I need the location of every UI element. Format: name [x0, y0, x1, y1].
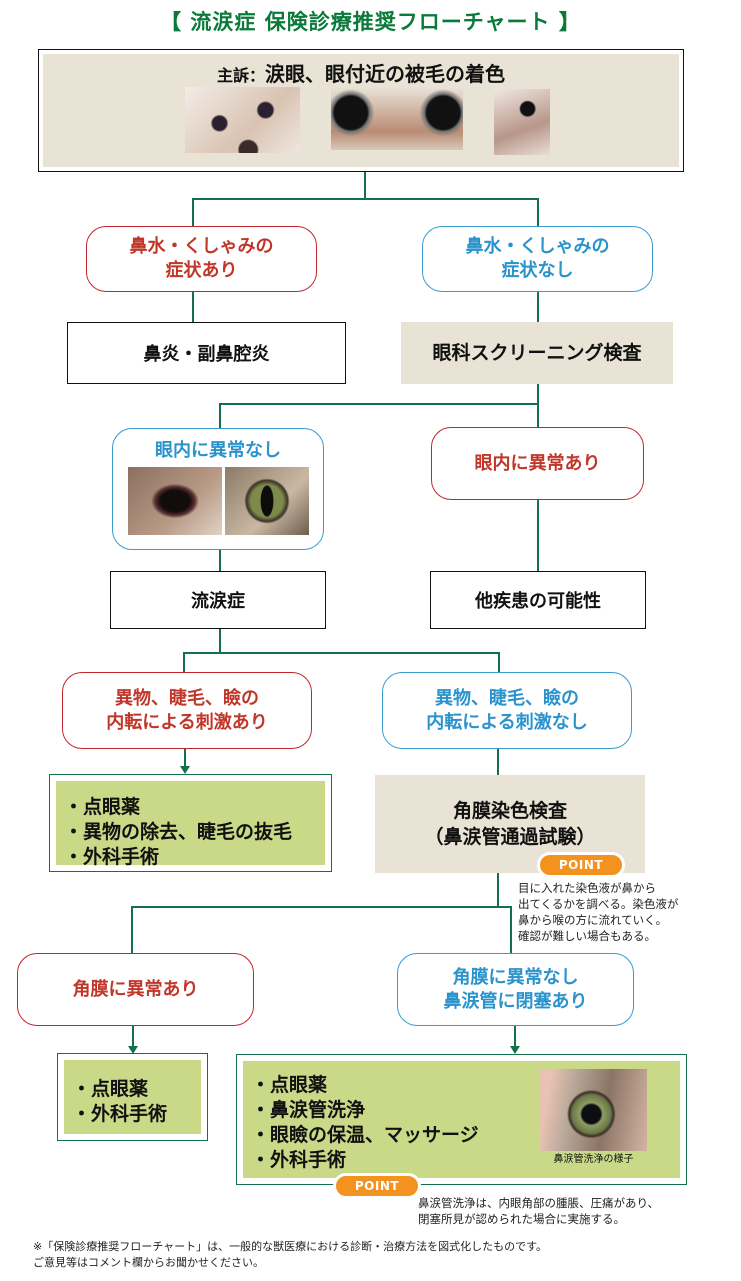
- treatment-box-corneal: ・点眼薬 ・外科手術: [57, 1053, 208, 1141]
- eye-photo-cat: [224, 467, 309, 535]
- decision-text-line: 異物、睫毛、瞼の: [435, 687, 579, 709]
- treatment-item: ・点眼薬: [64, 796, 141, 818]
- point-note-flush: 鼻涙管洗浄は、内眼角部の腫脹、圧痛があり、 閉塞所見が認められた場合に実施する。: [418, 1195, 738, 1227]
- note-line: 閉塞所見が認められた場合に実施する。: [418, 1212, 625, 1226]
- ophthalmic-screening-exam: 眼科スクリーニング検査: [401, 322, 673, 384]
- result-epiphora: 流涙症: [110, 571, 326, 629]
- exam-text-line: （鼻涙管通過試験）: [424, 826, 596, 848]
- treatment-item: ・外科手術: [251, 1149, 347, 1171]
- dog-photo-3: [494, 89, 550, 155]
- treatment-item: ・点眼薬: [72, 1078, 149, 1100]
- point-note-stain-test: 目に入れた染色液が鼻から 出てくるかを調べる。染色液が 鼻から喉の方に流れていく…: [518, 880, 738, 944]
- arrow-down-icon: [180, 766, 190, 774]
- footer-line: ※「保険診療推奨フローチャート」は、一般的な獣医療における診断・治療方法を図式化…: [33, 1240, 548, 1253]
- point-badge: POINT: [537, 852, 625, 878]
- note-line: 確認が難しい場合もある。: [518, 929, 656, 943]
- corneal-stain-exam: 角膜染色検査 （鼻涙管通過試験）: [375, 775, 645, 873]
- page-title: 【 流涙症 保険診療推奨フローチャート 】: [160, 10, 581, 34]
- decision-text: 角膜に異常あり: [72, 978, 199, 1000]
- chief-complaint-text: 涙眼、眼付近の被毛の着色: [265, 62, 505, 86]
- decision-text-line: 鼻水・くしゃみの: [129, 236, 274, 257]
- chief-complaint-box: 主訴：涙眼、眼付近の被毛の着色: [38, 49, 684, 172]
- treatment-item: ・鼻涙管洗浄: [251, 1099, 366, 1121]
- decision-text-line: 角膜に異常なし: [452, 966, 579, 988]
- decision-irritation-no: 異物、睫毛、瞼の 内転による刺激なし: [382, 672, 632, 749]
- decision-text-line: 内転による刺激なし: [426, 711, 588, 733]
- arrow-down-icon: [128, 1046, 138, 1054]
- decision-no-intraocular-abnormality: 眼内に異常なし: [112, 428, 324, 550]
- nasolacrimal-flush-photo: [540, 1069, 647, 1151]
- dog-photo-1: [185, 87, 300, 153]
- treatment-box-nasolacrimal: ・点眼薬 ・鼻涙管洗浄 ・眼瞼の保温、マッサージ ・外科手術 鼻涙管洗浄の様子: [236, 1054, 687, 1185]
- exam-text-line: 角膜染色検査: [452, 800, 567, 822]
- treatment-item: ・外科手術: [72, 1103, 168, 1125]
- point-badge: POINT: [333, 1173, 421, 1199]
- decision-text: 眼内に異常あり: [474, 452, 601, 474]
- result-other-disease: 他疾患の可能性: [430, 571, 646, 629]
- decision-text-line: 症状あり: [165, 260, 238, 281]
- decision-corneal-abnormality: 角膜に異常あり: [17, 953, 254, 1026]
- arrow-down-icon: [510, 1046, 520, 1054]
- decision-text-line: 鼻涙管に閉塞あり: [443, 990, 588, 1012]
- decision-nasal-symptoms-yes: 鼻水・くしゃみの 症状あり: [86, 226, 317, 292]
- treatment-box-irritation: ・点眼薬 ・異物の除去、睫毛の抜毛 ・外科手術: [49, 774, 332, 872]
- decision-text-line: 鼻水・くしゃみの: [465, 236, 610, 257]
- decision-text-line: 症状なし: [501, 260, 574, 281]
- decision-nasolacrimal-obstruction: 角膜に異常なし 鼻涙管に閉塞あり: [397, 953, 634, 1026]
- treatment-item: ・外科手術: [64, 846, 160, 868]
- eye-photo-dog: [127, 467, 222, 535]
- dog-photo-2: [331, 88, 463, 150]
- decision-text-line: 内転による刺激あり: [106, 711, 268, 733]
- decision-nasal-symptoms-no: 鼻水・くしゃみの 症状なし: [422, 226, 653, 292]
- decision-text: 眼内に異常なし: [155, 440, 281, 461]
- photo-caption: 鼻涙管洗浄の様子: [553, 1154, 634, 1165]
- decision-irritation-yes: 異物、睫毛、瞼の 内転による刺激あり: [62, 672, 312, 749]
- treatment-item: ・眼瞼の保温、マッサージ: [251, 1124, 479, 1146]
- treatment-item: ・点眼薬: [251, 1074, 328, 1096]
- note-line: 出てくるかを調べる。染色液が: [518, 897, 679, 911]
- note-line: 鼻涙管洗浄は、内眼角部の腫脹、圧痛があり、: [418, 1196, 660, 1210]
- note-line: 目に入れた染色液が鼻から: [518, 881, 656, 895]
- treatment-item: ・異物の除去、睫毛の抜毛: [64, 821, 293, 843]
- decision-text-line: 異物、睫毛、瞼の: [115, 687, 259, 709]
- chief-complaint-label: 主訴：: [216, 66, 265, 85]
- result-rhinitis-sinusitis: 鼻炎・副鼻腔炎: [67, 322, 346, 384]
- footer-line: ご意見等はコメント欄からお聞かせください。: [33, 1256, 264, 1269]
- decision-intraocular-abnormality: 眼内に異常あり: [431, 427, 644, 500]
- note-line: 鼻から喉の方に流れていく。: [518, 913, 668, 927]
- footer-disclaimer: ※「保険診療推奨フローチャート」は、一般的な獣医療における診断・治療方法を図式化…: [33, 1239, 733, 1271]
